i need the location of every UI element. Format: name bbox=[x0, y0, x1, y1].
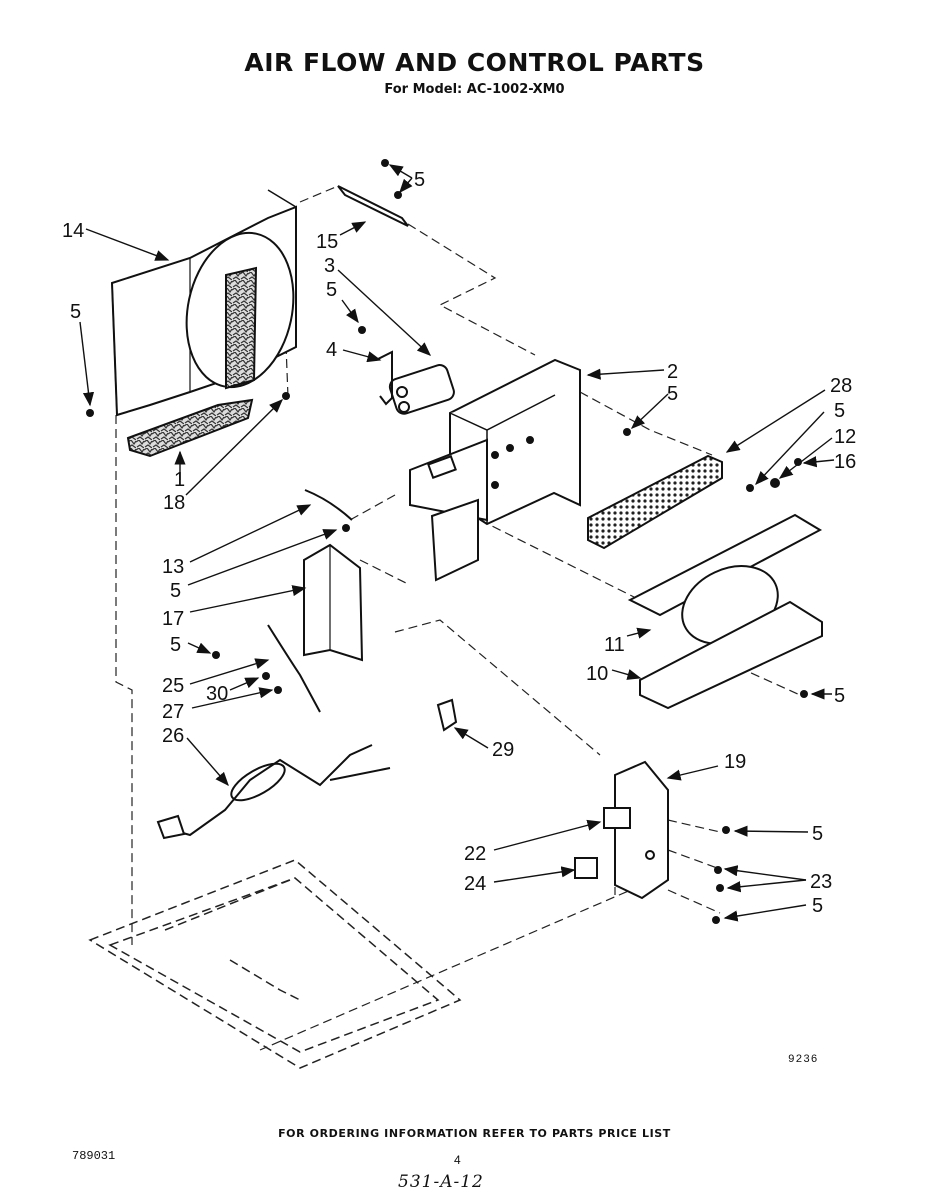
switch-part-22 bbox=[603, 807, 631, 829]
callout-label: 24 bbox=[464, 873, 486, 895]
callout-label: 26 bbox=[162, 725, 184, 747]
callout-label: 23 bbox=[810, 871, 832, 893]
callout-label: 28 bbox=[830, 375, 852, 397]
bracket-part-17 bbox=[303, 543, 364, 662]
model-subtitle: For Model: AC-1002-XM0 bbox=[384, 82, 565, 97]
clip-part-29 bbox=[436, 698, 458, 732]
callout-label: 11 bbox=[604, 634, 625, 656]
switch-bracket-part-19 bbox=[614, 760, 669, 900]
callout-leaders bbox=[79, 164, 835, 922]
handwritten-note: 531-A-12 bbox=[398, 1172, 484, 1192]
callout-label: 5 bbox=[414, 169, 425, 191]
ordering-note: FOR ORDERING INFORMATION REFER TO PARTS … bbox=[278, 1127, 671, 1140]
page-number: 4 bbox=[454, 1153, 461, 1167]
callout-label: 4 bbox=[326, 339, 337, 361]
callout-label: 5 bbox=[170, 634, 181, 656]
callout-label: 30 bbox=[206, 683, 228, 705]
base-pan-dashed bbox=[88, 859, 462, 1069]
callout-label: 2 bbox=[667, 361, 678, 383]
callout-label: 15 bbox=[316, 231, 338, 253]
callout-label: 5 bbox=[834, 400, 845, 422]
document-number: 789031 bbox=[72, 1149, 116, 1163]
callout-label: 25 bbox=[162, 675, 184, 697]
callout-label: 16 bbox=[834, 451, 856, 473]
callout-label: 5 bbox=[326, 279, 337, 301]
callout-label: 18 bbox=[163, 492, 185, 514]
strap-part-4 bbox=[375, 350, 393, 406]
callout-label: 13 bbox=[162, 556, 184, 578]
page-title: AIR FLOW AND CONTROL PARTS bbox=[244, 48, 705, 77]
callout-label: 17 bbox=[162, 608, 184, 630]
callout-label: 5 bbox=[834, 685, 845, 707]
callout-label: 5 bbox=[70, 301, 81, 323]
filter-part-1 bbox=[126, 398, 254, 458]
callout-label: 29 bbox=[492, 739, 514, 761]
callout-label: 5 bbox=[812, 823, 823, 845]
callout-label: 10 bbox=[586, 663, 608, 685]
wires-part-13-25 bbox=[267, 489, 353, 713]
callout-label: 1 bbox=[174, 469, 185, 491]
thermostat-part-24 bbox=[574, 857, 598, 879]
control-bracket-part-2 bbox=[409, 358, 581, 582]
callout-label: 5 bbox=[812, 895, 823, 917]
mesh-grille-part-28 bbox=[587, 454, 723, 550]
fan-shroud-part-10 bbox=[627, 513, 823, 710]
callout-label: 12 bbox=[834, 426, 856, 448]
callout-label: 19 bbox=[724, 751, 746, 773]
figure-number: 9236 bbox=[788, 1054, 819, 1066]
screws bbox=[86, 159, 808, 924]
callout-label: 27 bbox=[162, 701, 184, 723]
capacitor-part-3 bbox=[388, 364, 455, 415]
callout-label: 3 bbox=[324, 255, 335, 277]
callout-label: 5 bbox=[170, 580, 181, 602]
callout-label: 14 bbox=[62, 220, 84, 242]
bracket-part-15 bbox=[337, 185, 409, 227]
callout-label: 22 bbox=[464, 843, 486, 865]
power-cord-part-26 bbox=[156, 744, 391, 840]
front-panel-part-14 bbox=[110, 189, 297, 417]
callout-label: 5 bbox=[667, 383, 678, 405]
